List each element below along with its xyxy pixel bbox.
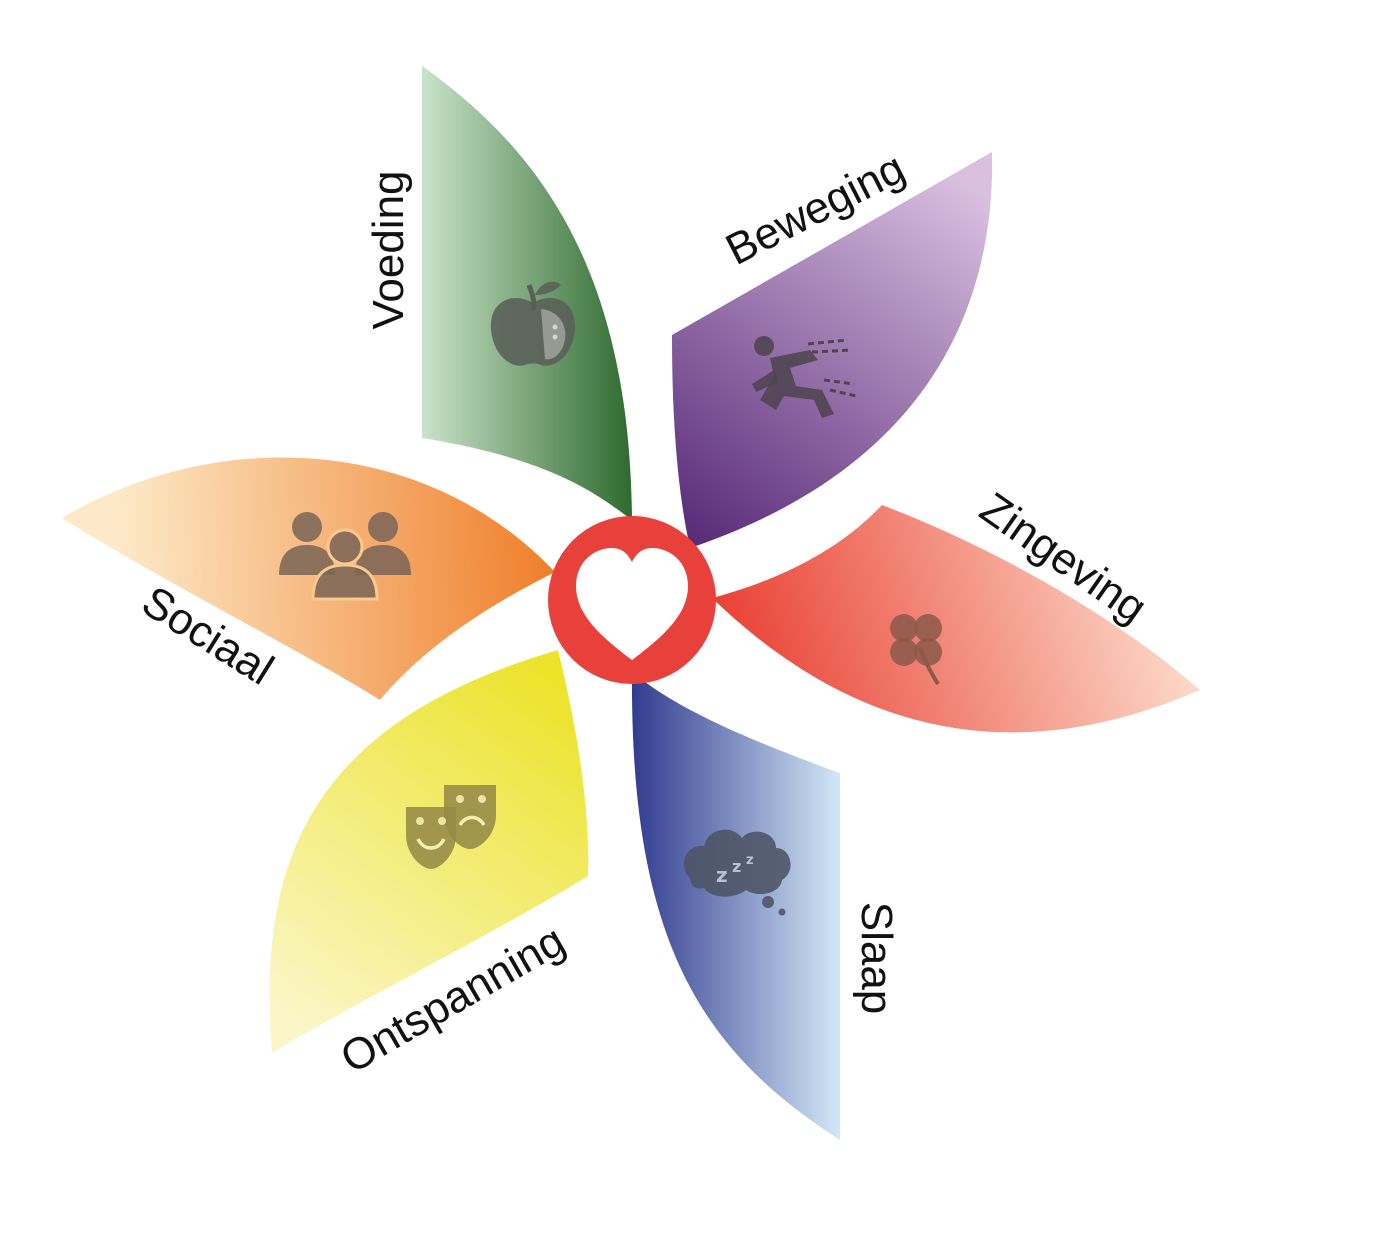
blade-beweging: Beweging bbox=[672, 143, 993, 548]
blade-zingeving-shape bbox=[712, 505, 1200, 733]
blade-slaap-label: Slaap bbox=[852, 902, 901, 1015]
people-group-icon bbox=[279, 512, 411, 601]
center-heart bbox=[548, 516, 716, 684]
blade-zingeving: Zingeving bbox=[712, 483, 1200, 733]
heart-icon bbox=[576, 548, 688, 660]
blade-ontspanning: Ontspanning bbox=[269, 650, 589, 1083]
blade-voeding-shape bbox=[422, 66, 632, 520]
clover-icon bbox=[890, 614, 942, 686]
blade-sociaal-shape bbox=[62, 457, 555, 700]
blade-slaap: z z z Slaap bbox=[631, 672, 901, 1140]
runner-icon bbox=[752, 336, 857, 418]
blade-voeding-label: Voeding bbox=[364, 170, 413, 329]
svg-text:z: z bbox=[746, 853, 754, 868]
svg-text:z: z bbox=[716, 863, 728, 887]
blade-sociaal: Sociaal bbox=[62, 457, 555, 700]
blade-slaap-shape bbox=[631, 672, 840, 1140]
apple-icon bbox=[490, 281, 576, 366]
svg-text:z: z bbox=[732, 857, 741, 876]
theater-masks-icon bbox=[406, 785, 496, 869]
sleep-cloud-icon: z z z bbox=[683, 829, 791, 916]
blade-voeding: Voeding bbox=[364, 66, 632, 520]
